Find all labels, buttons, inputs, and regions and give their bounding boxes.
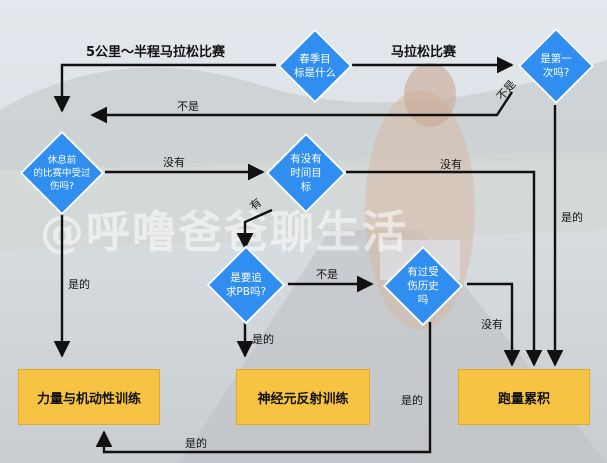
label-pb-yes: 是的 [252,333,274,346]
label-injury-no: 没有 [481,318,503,331]
label-rest-no: 没有 [163,156,185,169]
result-strength-training: 力量与机动性训练 [18,369,160,425]
edge-injury-yes [95,322,432,454]
edge-time-yes [236,208,273,250]
edge-half-marathon [53,63,276,113]
decision-pursue-pb: 是要追 求PB吗? [203,245,289,325]
watermark-text: @呼噜爸爸聊生活 [40,207,408,258]
label-injury-yes: 是的 [401,394,423,407]
label-rest-yes: 是的 [68,278,90,291]
decision-has-time-goal: 有没有 时间目 标 [264,132,348,214]
decision-injured-before-rest: 休息前 的比赛中受过 伤吗? [16,130,108,216]
label-not-first: 不是 [177,100,199,113]
label-pb-no: 不是 [316,268,338,281]
label-half-marathon: 5公里～半程马拉松比赛 [86,45,226,60]
edge-injury-no [467,282,521,367]
decision-spring-goal: 春季目 标是什么 [276,28,354,104]
decision-injury-history: 有过受 伤历史 吗 [380,245,466,327]
label-back-to-strength: 是的 [185,437,207,450]
result-neural-training: 神经元反射训练 [236,369,370,425]
label-time-no: 没有 [440,158,462,171]
decision-first-time: 是第一 次吗? [517,27,595,105]
label-marathon: 马拉松比赛 [391,45,457,60]
edge-time-no [346,170,543,367]
result-mileage: 跑量累积 [458,369,590,425]
edge-not-first [90,91,514,124]
label-first-yes: 是的 [561,211,583,224]
